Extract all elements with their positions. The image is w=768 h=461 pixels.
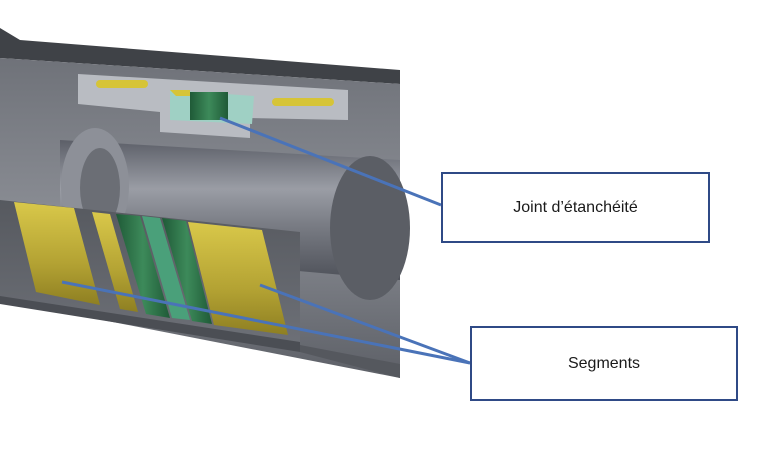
shaft-end-right	[330, 156, 410, 300]
housing-bottom-edge	[300, 345, 400, 378]
lower-segment-3	[188, 222, 288, 335]
lower-segment-1	[14, 202, 100, 305]
seal-lip	[170, 90, 190, 96]
segments-label-box: Segments	[470, 326, 738, 401]
upper-segment-left	[96, 80, 148, 88]
segments-label: Segments	[567, 354, 641, 372]
lower-seal-ring-3	[162, 218, 212, 324]
lower-segment-2	[92, 212, 138, 312]
lower-cut-edge	[0, 296, 300, 352]
segments-leader-line-1	[61, 280, 471, 365]
shaft-end-left-inner	[80, 148, 120, 228]
lower-seal-ring-1	[116, 214, 170, 318]
housing-top-edge	[0, 28, 400, 84]
seal-leader-line	[219, 116, 442, 207]
lower-seal-ring-2	[142, 216, 190, 320]
seal-label-box: Joint d’étanchéité	[441, 172, 710, 243]
segments-leader-line-2	[259, 283, 471, 365]
seal-label: Joint d’étanchéité	[513, 198, 638, 216]
seal-element	[190, 92, 228, 120]
upper-segment-right	[272, 98, 334, 106]
